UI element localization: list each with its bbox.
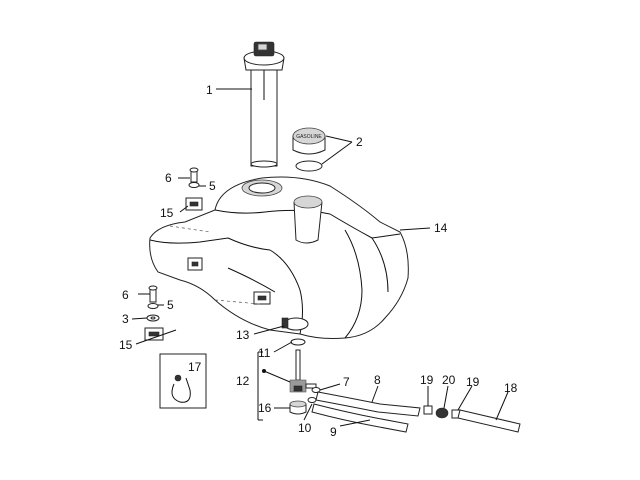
callout-5-upper: 5 [209, 179, 216, 193]
callout-15-lower: 15 [119, 338, 133, 352]
callout-17: 17 [188, 360, 202, 374]
part-11-12-16-fuel-tap [262, 338, 317, 415]
part-13-clamp [281, 317, 309, 331]
callout-5-lower: 5 [167, 298, 174, 312]
callout-19-left: 19 [420, 373, 434, 387]
callout-9: 9 [330, 425, 337, 439]
part-14-fuel-tank [149, 176, 409, 339]
part-2-fuel-cap: GASOLINE [292, 127, 326, 172]
part-1-fuel-sender [243, 41, 285, 168]
part-8-9-hoses [311, 391, 421, 433]
mount-hardware-lower [144, 285, 164, 341]
callout-18: 18 [504, 381, 518, 395]
callout-3: 3 [122, 312, 129, 326]
callout-8: 8 [374, 373, 381, 387]
callout-7: 7 [343, 375, 350, 389]
callout-13: 13 [236, 328, 250, 342]
callout-12: 12 [236, 374, 250, 388]
callout-11: 11 [258, 346, 271, 360]
callout-6-lower: 6 [122, 288, 129, 302]
callout-labels: 1 2 6 5 15 14 6 5 3 15 13 11 12 16 7 10 … [119, 83, 518, 439]
callout-19-right: 19 [466, 375, 480, 389]
callout-10: 10 [298, 421, 312, 435]
part-17-clip-box [159, 353, 207, 409]
leader-lines [131, 88, 509, 427]
cap-label: GASOLINE [296, 134, 322, 140]
callout-6-upper: 6 [165, 171, 172, 185]
part-18-19-20-filter-line [423, 405, 521, 433]
callout-14: 14 [434, 221, 448, 235]
mount-hardware-upper [185, 167, 203, 211]
callout-2: 2 [356, 135, 363, 149]
callout-15-upper: 15 [160, 206, 174, 220]
callout-20: 20 [442, 373, 456, 387]
callout-16: 16 [258, 401, 272, 415]
callout-1: 1 [206, 83, 213, 97]
